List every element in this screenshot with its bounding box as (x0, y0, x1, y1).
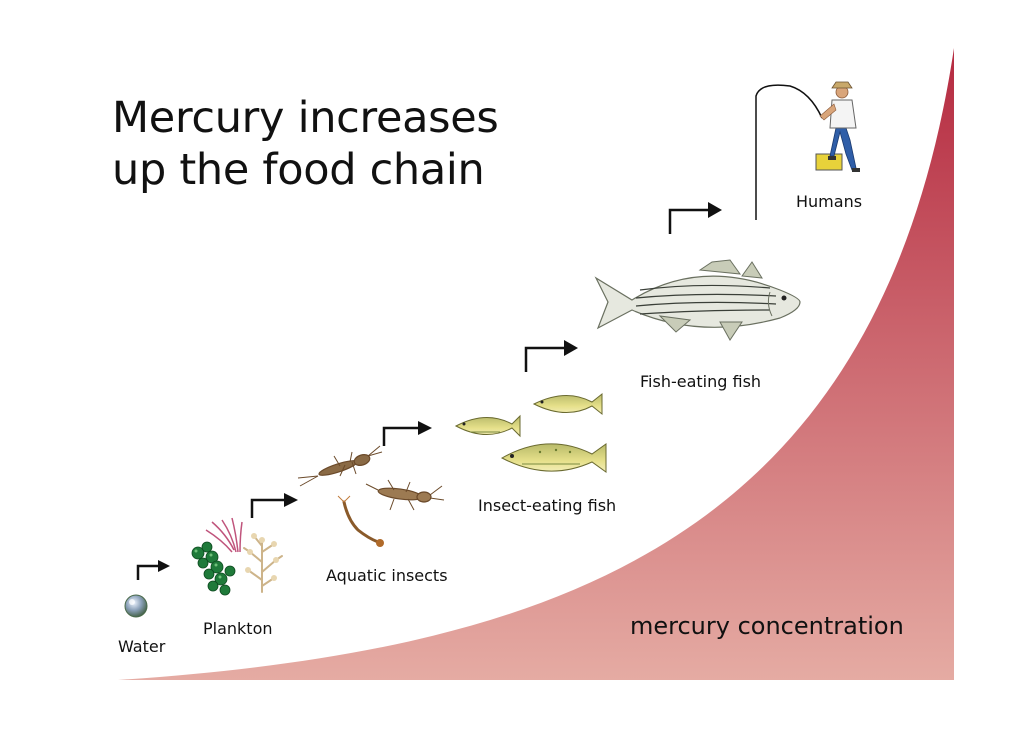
fisherman-icon (755, 81, 860, 220)
plankton-icon (191, 517, 283, 596)
diagram-title: Mercury increases up the food chain (112, 92, 499, 196)
title-line-2: up the food chain (112, 145, 485, 195)
stage-label-aquatic-insects: Aquatic insects (326, 566, 448, 585)
stage-label-plankton: Plankton (203, 619, 273, 638)
curve-caption: mercury concentration (630, 612, 904, 640)
arrow-insects-to-fish (382, 426, 420, 446)
stage-label-humans: Humans (796, 192, 863, 211)
title-line-1: Mercury increases (112, 93, 499, 143)
arrow-water-to-plankton (136, 564, 160, 580)
arrow-bigfish-to-humans (668, 208, 710, 234)
fish-eating-fish-icon (594, 259, 801, 341)
water-droplet-icon (124, 594, 148, 618)
arrow-plankton-to-insects (250, 498, 286, 518)
aquatic-insects-icon (297, 445, 445, 547)
stage-label-water: Water (118, 637, 166, 656)
stage-label-fish-eating-fish: Fish-eating fish (640, 372, 762, 391)
insect-eating-fish-icon (454, 392, 607, 473)
stage-label-insect-eating-fish: Insect-eating fish (478, 496, 617, 515)
arrow-fish-to-bigfish (524, 346, 566, 372)
mercury-concentration-curve (118, 48, 954, 680)
